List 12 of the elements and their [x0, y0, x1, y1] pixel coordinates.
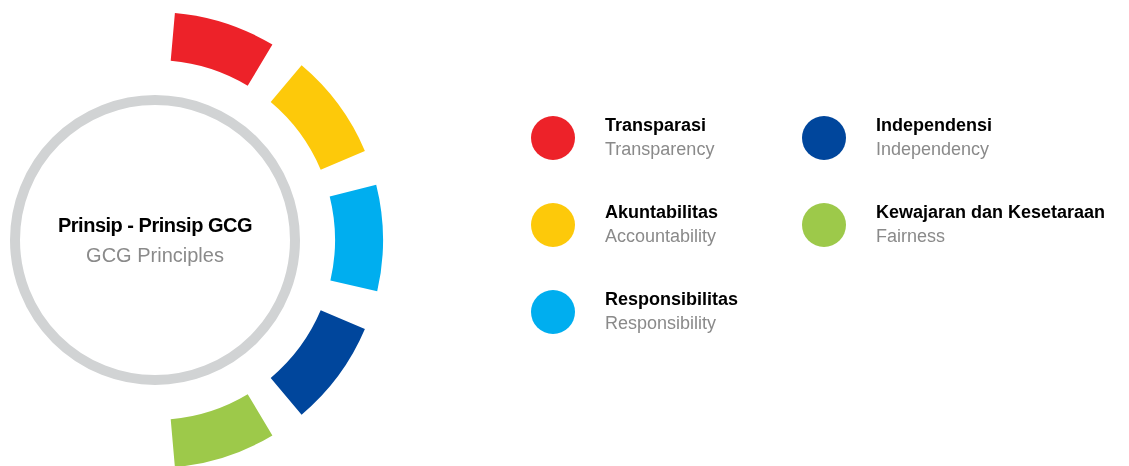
legend-sublabel: Accountability: [605, 225, 718, 248]
legend-sublabel: Fairness: [876, 225, 947, 248]
legend-label: Kewajaran dan Kesetaraan: [876, 201, 1106, 224]
legend-sublabel: Responsibility: [605, 312, 718, 335]
legend-label: Independensi: [876, 114, 992, 137]
legend-label: Responsibilitas: [605, 288, 739, 311]
legend-label: Akuntabilitas: [605, 201, 719, 224]
legend-sublabel: Transparency: [605, 138, 715, 161]
legend-label: Transparasi: [605, 114, 708, 137]
circle-title: Prinsip - Prinsip GCG: [58, 213, 252, 238]
legend-sublabel: Independency: [876, 138, 991, 161]
circle-subtitle: GCG Principles: [86, 243, 224, 268]
